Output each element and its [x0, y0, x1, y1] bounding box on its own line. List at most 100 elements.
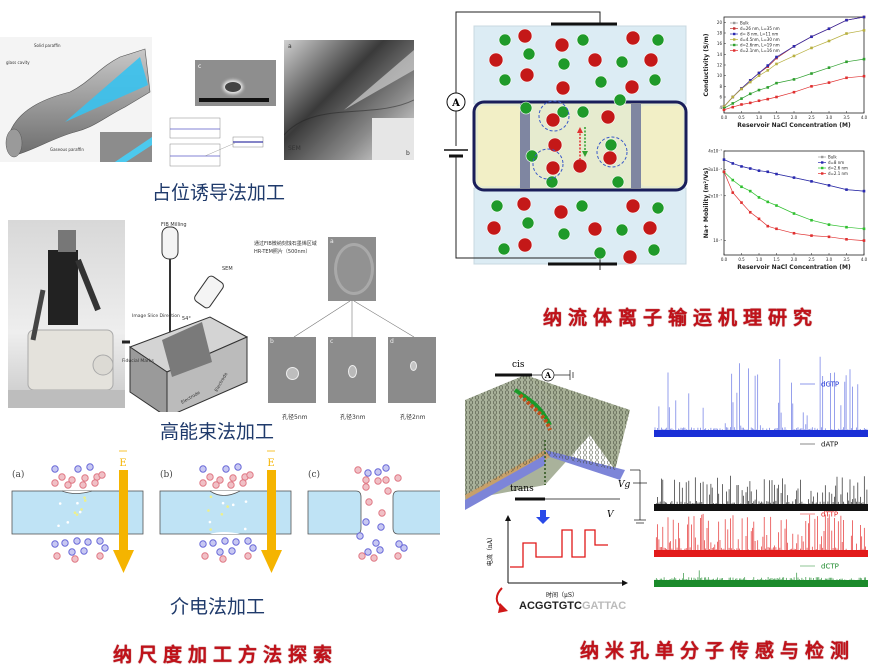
fiducial-marks-label: Fiducial Marks — [122, 358, 154, 364]
x-tick-label: 0.5 — [738, 257, 745, 262]
y-axis-label: Na+ Mobility (m²/Vs) — [703, 168, 710, 239]
data-point — [722, 170, 726, 174]
tem-letter-a: a — [288, 43, 292, 50]
defect-dot — [58, 502, 62, 505]
data-point — [740, 103, 743, 106]
sodium-ion — [545, 175, 559, 189]
data-point — [862, 239, 866, 242]
label-glass-cavity: glass cavity — [6, 60, 30, 65]
field-arrow-shaft — [119, 470, 128, 550]
defect-dot — [244, 500, 248, 503]
trace-baseline — [654, 550, 868, 557]
wall-shadow-right — [631, 104, 641, 188]
y-tick-label: 18 — [717, 31, 723, 36]
trace-baseline — [654, 430, 868, 437]
data-point — [792, 231, 796, 235]
caption-nanoscale-methods: 纳尺度加工方法探索 — [113, 644, 339, 666]
sequence-pending: GATTAC — [581, 600, 627, 612]
legend-marker — [733, 32, 736, 36]
cation — [199, 479, 207, 487]
data-point — [757, 217, 761, 221]
sodium-ion — [519, 101, 533, 115]
defect-dot — [209, 495, 213, 499]
cation — [244, 552, 252, 560]
chloride-ion — [602, 150, 618, 166]
x-tick-label: 2.5 — [808, 257, 815, 262]
chloride-ion — [545, 112, 561, 128]
chloride-ion — [622, 249, 638, 265]
data-point — [862, 57, 866, 61]
data-point — [792, 90, 796, 94]
down-arrow-icon — [582, 151, 588, 157]
fib-schematic: FIB Milling SEM Image Slice Direction 54… — [117, 222, 252, 418]
sodium-ion — [522, 47, 536, 61]
sodium-ion — [615, 223, 629, 237]
data-point — [792, 54, 796, 58]
pore-size-2nm: 孔径2nm — [400, 414, 426, 421]
data-point — [766, 97, 770, 101]
fib-milling-label: FIB Milling — [161, 222, 187, 228]
caption-placeholder-induced: 占位诱导法加工 — [152, 182, 286, 204]
x-tick-label: 2.0 — [791, 115, 798, 120]
battery-gap — [444, 146, 470, 156]
anion — [244, 537, 252, 545]
y-tick-label: 4 — [719, 105, 722, 110]
cation — [212, 481, 220, 489]
anion — [61, 539, 69, 547]
anion — [400, 544, 408, 552]
defect-dot — [208, 520, 212, 524]
tem-pore-gallery: 通过FIB微纳刻蚀石墨烯区域 HR-TEM照片（500nm） a b c d — [250, 220, 440, 405]
cation — [58, 473, 66, 481]
cation — [374, 477, 382, 485]
data-point — [792, 78, 796, 81]
tem-image-b: b — [268, 337, 316, 403]
legend-label: d=2.6nm, L=19 nm — [740, 43, 780, 48]
defect-dot — [83, 499, 87, 502]
cation — [98, 471, 106, 479]
trace-baseline — [654, 580, 868, 587]
x-tick-label: 4.0 — [861, 115, 868, 120]
y-tick-label: 10 — [717, 73, 723, 78]
series-line — [723, 171, 865, 230]
anion — [232, 538, 240, 546]
circuit-wire — [455, 11, 601, 270]
trace-legend-label: dTTP — [821, 511, 838, 519]
cation — [358, 552, 366, 560]
nanopore-ammeter-label: A — [544, 370, 552, 380]
x-tick-label: 1.0 — [756, 115, 763, 120]
data-point — [748, 167, 752, 170]
y-axis-label: Conductivity (S/m) — [703, 33, 710, 96]
cation — [216, 476, 224, 484]
anion — [364, 469, 372, 477]
chloride-ion — [553, 204, 569, 220]
defect-dot — [78, 510, 82, 514]
cation — [229, 474, 237, 482]
anion — [96, 537, 104, 545]
data-point — [766, 69, 770, 72]
y-tick-label: 3x10⁻⁷ — [708, 167, 722, 172]
sodium-ion — [498, 33, 512, 47]
angle-label: 54° — [182, 316, 191, 322]
data-point — [827, 66, 831, 69]
anion — [73, 537, 81, 545]
data-point — [722, 105, 726, 108]
cation — [362, 483, 370, 491]
y-tick-label: 16 — [717, 41, 723, 46]
data-point — [731, 162, 735, 165]
image-slice-direction-label: Image Slice Direction — [132, 313, 180, 319]
data-point — [862, 227, 866, 231]
sodium-ion — [647, 243, 661, 257]
sequence-read: ACGGTGTC — [519, 600, 582, 612]
trace-dATP: dATP — [654, 441, 868, 511]
x-tick-label: 0.5 — [738, 115, 745, 120]
chloride-ion — [488, 52, 504, 68]
defect-dot — [221, 501, 225, 505]
field-label: E — [267, 458, 274, 469]
anion — [68, 548, 76, 556]
x-tick-label: 2.5 — [808, 115, 815, 120]
tem-image-a: a — [328, 237, 376, 301]
chloride-ion — [516, 196, 532, 212]
sodium-ion — [497, 242, 511, 256]
